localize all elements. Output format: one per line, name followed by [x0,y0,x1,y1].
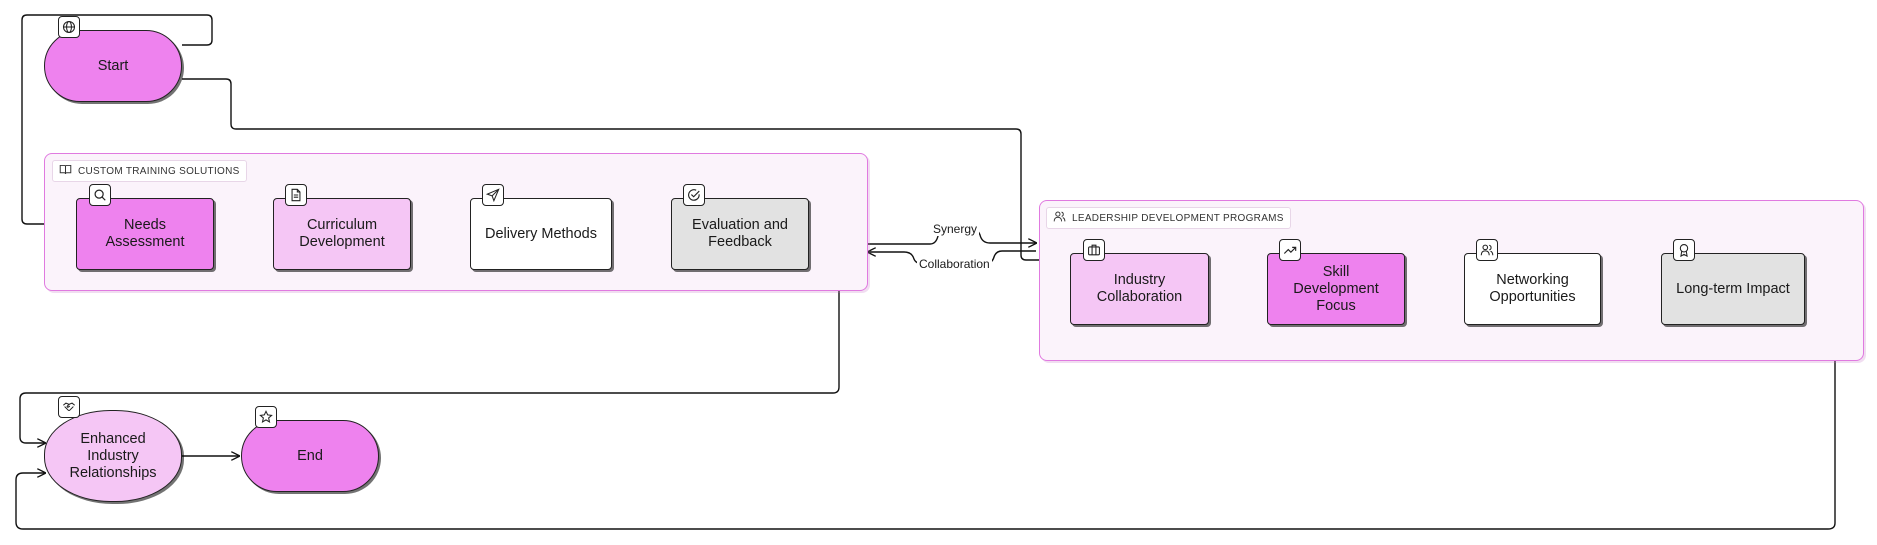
trending-up-icon [1279,239,1301,261]
briefcase-icon [1083,239,1105,261]
node-label: Needs Assessment [105,217,185,250]
group-label-text: CUSTOM TRAINING SOLUTIONS [78,165,240,177]
award-icon [1673,239,1695,261]
node-needs-assessment[interactable]: Needs Assessment [76,198,214,270]
search-icon [89,184,111,206]
node-label: Long-term Impact [1676,280,1790,297]
node-skill-development[interactable]: Skill Development Focus [1267,253,1405,325]
handshake-icon [58,396,80,418]
group-label-leadership: LEADERSHIP DEVELOPMENT PROGRAMS [1046,207,1291,229]
star-icon [255,406,277,428]
group-label-custom-training: CUSTOM TRAINING SOLUTIONS [52,160,247,182]
node-label: Industry Collaboration [1096,272,1183,305]
node-start[interactable]: Start [44,30,182,102]
edge-label-collaboration: Collaboration [917,257,992,271]
node-label: Delivery Methods [484,225,597,242]
node-industry-collaboration[interactable]: Industry Collaboration [1070,253,1209,325]
document-icon [285,184,307,206]
node-label: Enhanced Industry Relationships [69,430,157,481]
node-curriculum-development[interactable]: Curriculum Development [273,198,411,270]
edge-label-synergy: Synergy [931,222,980,236]
users-icon [1053,210,1066,226]
group-label-text: LEADERSHIP DEVELOPMENT PROGRAMS [1072,212,1284,224]
node-label: End [297,447,323,464]
node-networking-opportunities[interactable]: Networking Opportunities [1464,253,1601,325]
edge-start-to-needs [21,14,213,224]
node-label: Networking Opportunities [1489,272,1576,305]
check-circle-icon [683,184,705,206]
send-icon [482,184,504,206]
users-icon [1476,239,1498,261]
node-label: Evaluation and Feedback [692,217,788,250]
node-delivery-methods[interactable]: Delivery Methods [470,198,612,270]
globe-icon [58,16,80,38]
book-icon [59,163,72,179]
node-long-term-impact[interactable]: Long-term Impact [1661,253,1805,325]
node-enhanced-relationships[interactable]: Enhanced Industry Relationships [44,410,182,502]
node-end[interactable]: End [241,420,379,492]
edge-start-to-industry [182,78,1068,260]
node-label: Start [97,57,129,74]
node-label: Curriculum Development [299,217,385,250]
node-label: Skill Development Focus [1293,263,1379,314]
node-evaluation-feedback[interactable]: Evaluation and Feedback [671,198,809,270]
